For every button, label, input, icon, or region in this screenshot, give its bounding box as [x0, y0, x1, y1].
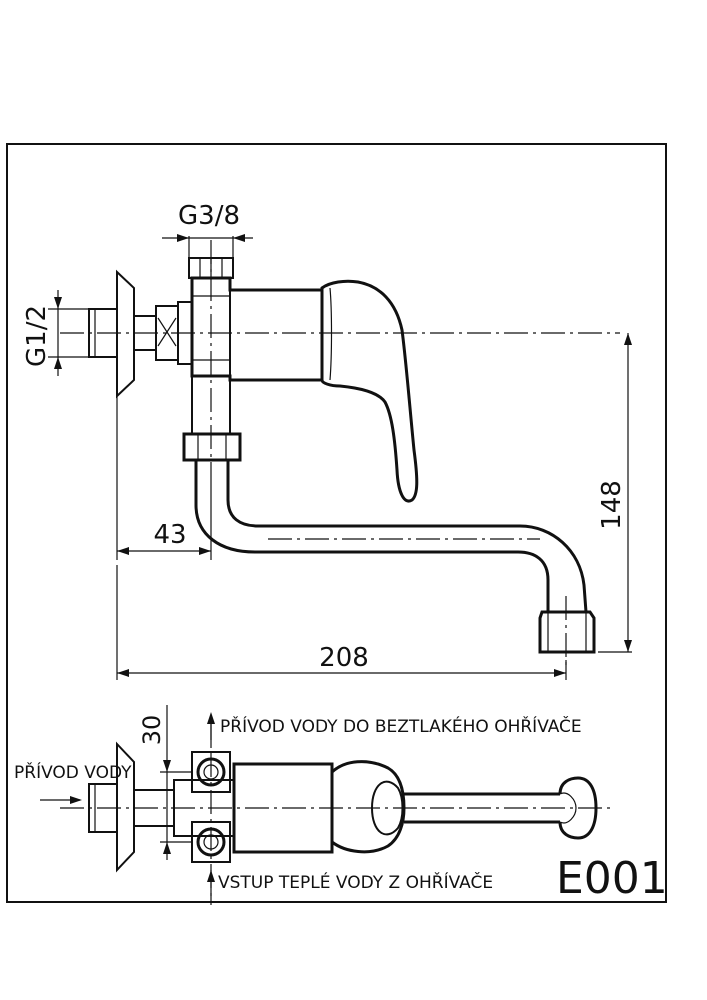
- spout-outer: [194, 460, 550, 612]
- dimension-148: 148: [597, 333, 632, 653]
- plan-handle: [330, 760, 406, 854]
- wall-flange: [116, 269, 135, 399]
- aerator: [538, 610, 596, 654]
- drawing-code: E001: [556, 853, 668, 904]
- g12-label: G1/2: [22, 305, 52, 367]
- lever-handle: [320, 279, 419, 503]
- dimension-30: 30: [138, 705, 192, 860]
- dimension-g38: G3/8: [162, 201, 253, 258]
- dimension-208: 208: [116, 565, 567, 680]
- front-view: [60, 240, 620, 665]
- dim-30-label: 30: [138, 715, 166, 746]
- dim-43-label: 43: [153, 520, 186, 550]
- note-hot-water-inlet: VSTUP TEPLÉ VODY Z OHŘÍVAČE: [218, 871, 493, 893]
- plan-view: [60, 716, 610, 905]
- dim-148-label: 148: [597, 480, 627, 530]
- spout-inner: [226, 460, 588, 613]
- note-water-supply: PŘÍVOD VODY: [14, 761, 132, 783]
- dimension-g12: G1/2: [22, 290, 89, 376]
- drawing-frame: [6, 143, 667, 903]
- dim-208-label: 208: [319, 643, 369, 673]
- g38-label: G3/8: [178, 201, 240, 231]
- annotation-arrows: [40, 712, 215, 903]
- dimension-43: 43: [116, 396, 212, 560]
- spout-nut: [182, 432, 242, 462]
- note-supply-to-heater: PŘÍVOD VODY DO BEZTLAKÉHO OHŘÍVAČE: [220, 715, 582, 737]
